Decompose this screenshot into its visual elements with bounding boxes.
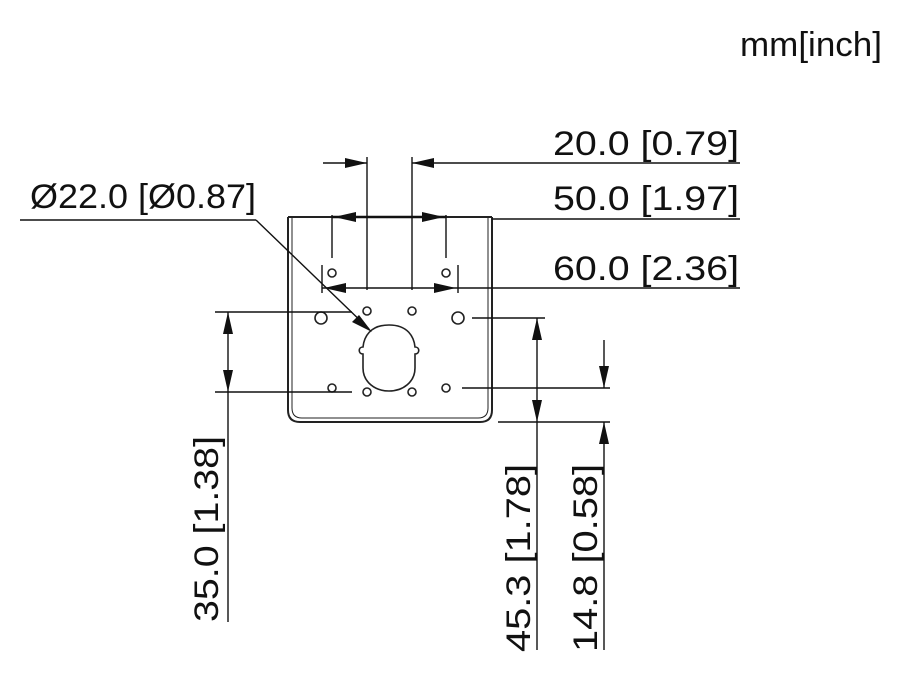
cable-hole (358, 324, 420, 392)
dim-14-label: 14.8 [0.58] (567, 464, 605, 652)
dim-14: 14.8 [0.58] (462, 340, 610, 652)
dim-45-label: 45.3 [1.78] (500, 464, 538, 652)
dim-diameter-label: Ø22.0 [Ø0.87] (30, 178, 256, 216)
dim-50: 50.0 [1.97] (331, 180, 740, 258)
dim-diameter: Ø22.0 [Ø0.87] (20, 178, 372, 332)
dim-45: 45.3 [1.78] (472, 317, 610, 652)
dim-50-label: 50.0 [1.97] (553, 180, 739, 218)
dim-20-label: 20.0 [0.79] (553, 125, 739, 163)
dim-60-label: 60.0 [2.36] (553, 250, 739, 288)
dim-35: 35.0 [1.38] (188, 311, 352, 622)
units-label: mm[inch] (740, 26, 882, 64)
dim-35-label: 35.0 [1.38] (188, 436, 226, 622)
dim-60: 60.0 [2.36] (321, 250, 740, 293)
dim-20: 20.0 [0.79] (323, 125, 740, 290)
